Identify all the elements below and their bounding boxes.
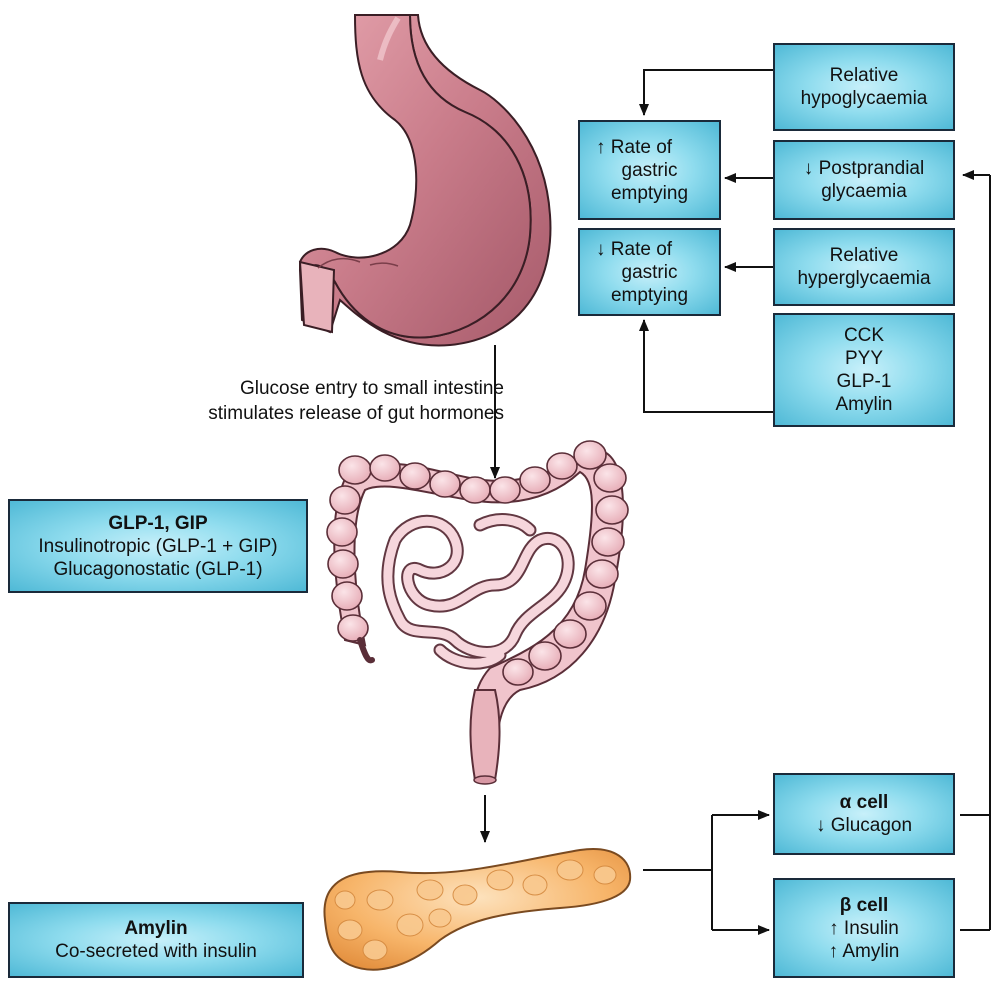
box-beta-cell: β cell ↑ Insulin ↑ Amylin: [773, 878, 955, 978]
pancreas-illustration: [323, 848, 632, 971]
intestine-illustration: [326, 440, 629, 785]
arrow-hormones-to-dec-gastric: [639, 319, 773, 413]
box-alpha-cell: α cell ↓ Glucagon: [773, 773, 955, 855]
box-gut-hormones: CCK PYY GLP-1 Amylin: [773, 313, 955, 427]
arrow-hypo-to-inc-gastric: [639, 69, 773, 116]
stomach-illustration: [298, 14, 552, 347]
connectors: [480, 69, 991, 935]
hormone-release-caption: Glucose entry to small intestine stimula…: [100, 376, 504, 426]
caption-line-2: stimulates release of gut hormones: [208, 403, 504, 424]
box-decreased-gastric-emptying: ↓ Rate of gastric emptying: [578, 228, 721, 316]
caption-line-1: Glucose entry to small intestine: [239, 378, 504, 399]
box-glp1-gip: GLP-1, GIP Insulinotropic (GLP-1 + GIP) …: [8, 499, 308, 593]
box-increased-gastric-emptying: ↑ Rate of gastric emptying: [578, 120, 721, 220]
box-relative-hyperglycaemia: Relative hyperglycaemia: [773, 228, 955, 306]
box-relative-hypoglycaemia: Relative hypoglycaemia: [773, 43, 955, 131]
box-postprandial-glycaemia: ↓ Postprandial glycaemia: [773, 140, 955, 220]
box-amylin: Amylin Co-secreted with insulin: [8, 902, 304, 978]
